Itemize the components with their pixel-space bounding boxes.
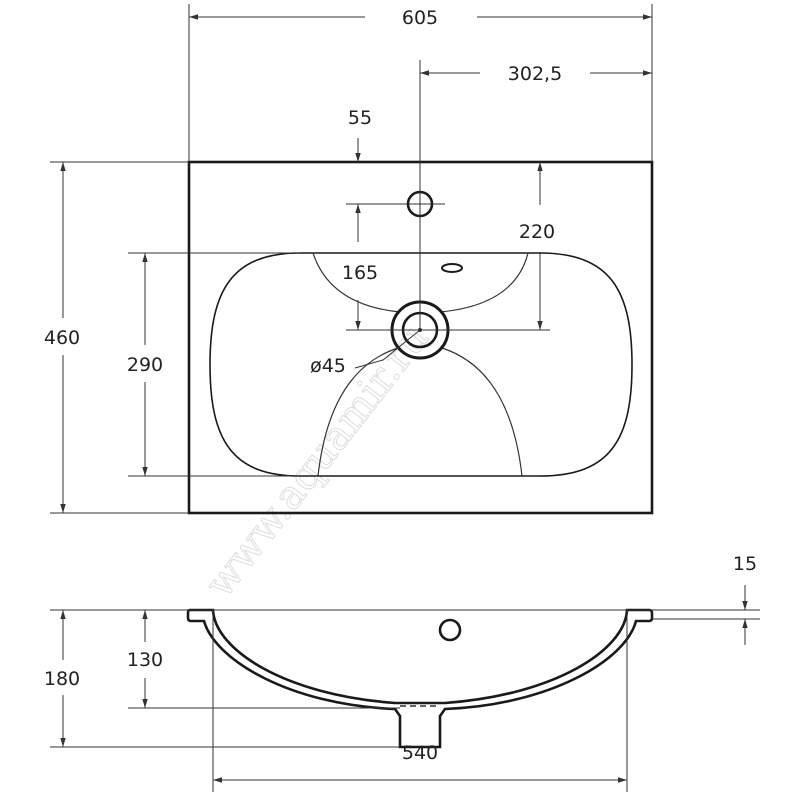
dim-width: 605 — [402, 7, 438, 29]
bowl-outline — [209, 252, 633, 477]
dim-bowl-height: 130 — [127, 649, 163, 671]
dim-tap-offset: 55 — [348, 107, 372, 129]
dim-half-width: 302,5 — [508, 63, 562, 85]
overflow-hole — [441, 263, 463, 273]
bowl-upper-contour — [312, 252, 401, 313]
dim-tap-to-drain: 165 — [342, 262, 378, 284]
dim-bowl-depth: 290 — [127, 354, 163, 376]
dim-height: 180 — [44, 668, 80, 690]
dim-edge-to-drain: 220 — [519, 221, 555, 243]
top-dimensions: 605 302,5 55 165 220 460 290 ø45 — [44, 4, 653, 514]
side-outline — [186, 608, 654, 749]
side-view — [186, 608, 654, 749]
bowl-upper-contour-right — [439, 252, 529, 313]
dim-bowl-width: 540 — [402, 742, 438, 764]
bowl-lower-contour-right — [441, 347, 523, 477]
overflow-hole-side — [438, 618, 462, 642]
dim-drain-diameter: ø45 — [310, 355, 346, 377]
dim-flange: 15 — [733, 553, 757, 575]
bowl-lower-contour — [317, 347, 399, 477]
dim-depth: 460 — [44, 327, 80, 349]
side-dimensions: 15 180 130 540 — [44, 553, 760, 792]
